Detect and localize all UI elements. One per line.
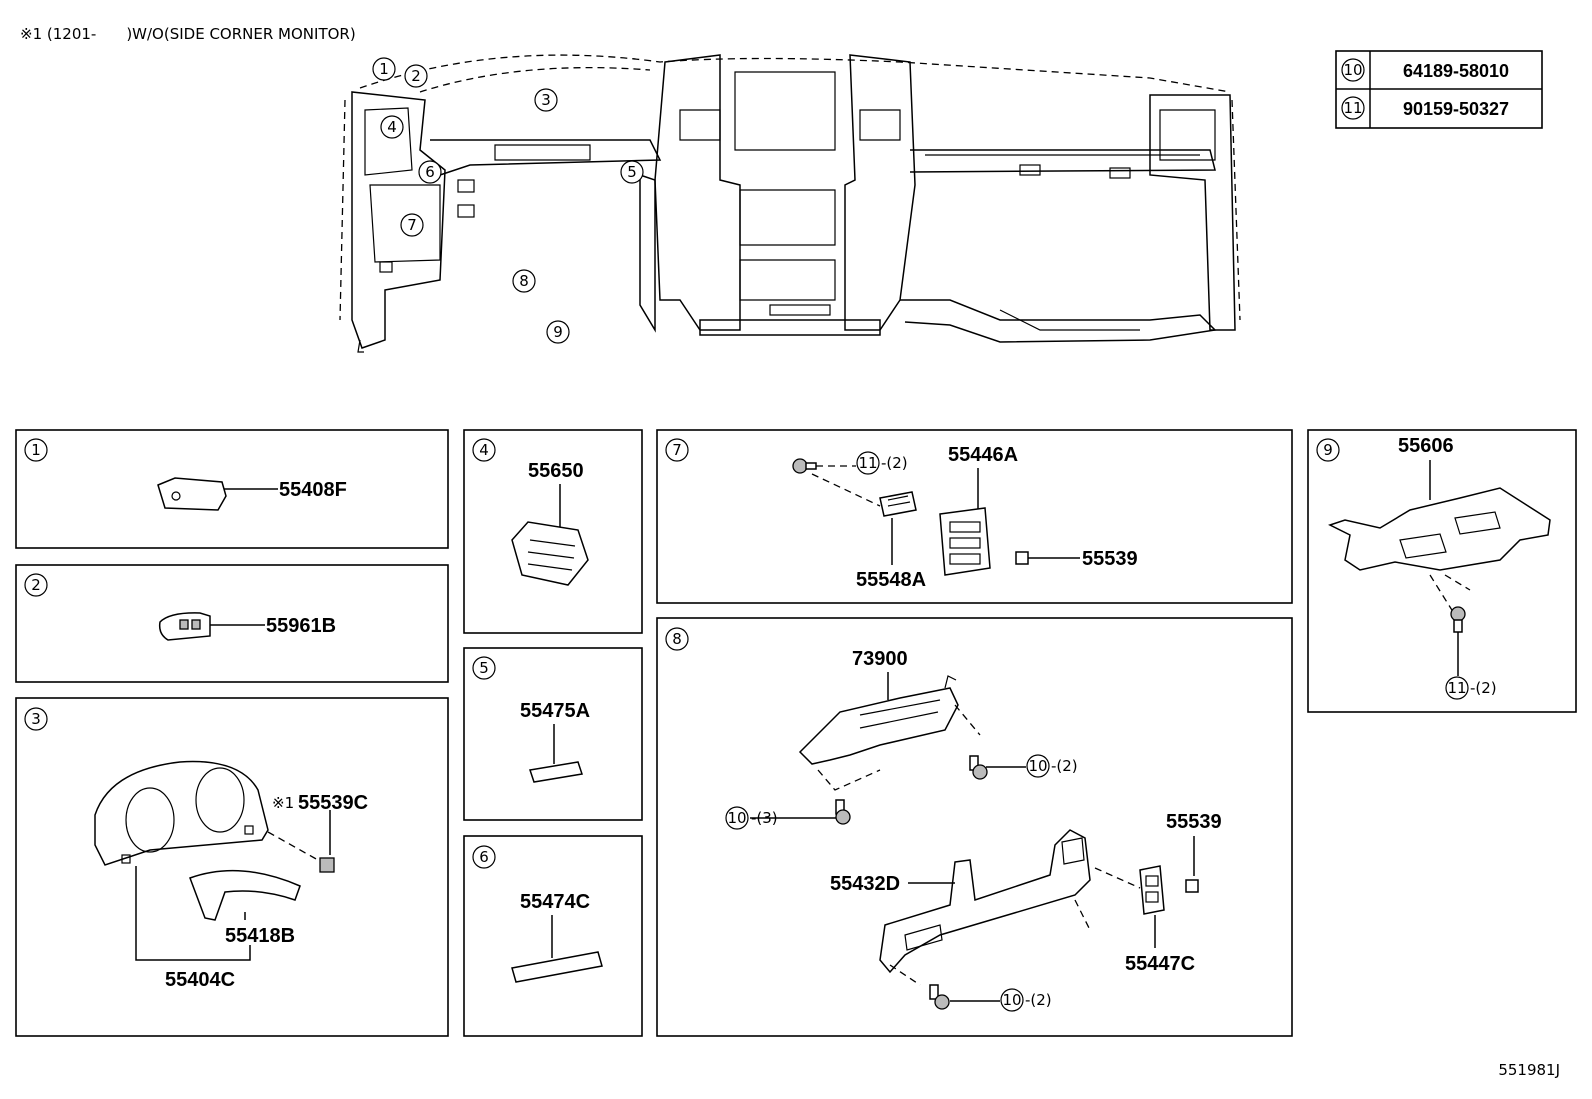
panel-5: 5 55475A xyxy=(463,647,643,821)
diagram-id: 551981J xyxy=(1498,1061,1560,1079)
svg-text:9: 9 xyxy=(553,323,563,341)
callout-9: 9 xyxy=(546,320,570,344)
panel-7-fastener-qty: -(2) xyxy=(881,454,908,472)
svg-text:8: 8 xyxy=(519,272,529,290)
panel-8-fastener-c-ref: 10 xyxy=(1002,991,1021,1009)
part-55606-drawing xyxy=(1328,487,1551,571)
part-label-55961b[interactable]: 55961B xyxy=(266,615,336,637)
ref-11-part: 90159-50327 xyxy=(1403,99,1509,119)
panel-9-fastener-ref: 11 xyxy=(1447,679,1466,697)
svg-text:5: 5 xyxy=(627,163,637,181)
callout-7: 7 xyxy=(400,213,424,237)
ref-11-num: 11 xyxy=(1343,99,1362,117)
part-55539c-drawing xyxy=(319,857,335,873)
part-55432d-drawing xyxy=(879,829,1091,974)
callout-8: 8 xyxy=(512,269,536,293)
part-label-55650[interactable]: 55650 xyxy=(528,460,584,482)
svg-text:6: 6 xyxy=(425,163,435,181)
part-55408f-drawing xyxy=(157,477,227,511)
part-label-73900[interactable]: 73900 xyxy=(852,648,908,670)
part-55447c-drawing xyxy=(1139,865,1165,915)
callout-6: 6 xyxy=(418,160,442,184)
svg-text:2: 2 xyxy=(411,67,421,85)
panel-4: 4 55650 xyxy=(463,429,643,634)
panel-7-num: 7 xyxy=(672,441,682,459)
part-55446a-drawing xyxy=(939,507,991,576)
callout-2: 2 xyxy=(404,64,428,88)
screw-icon xyxy=(835,799,851,825)
panel-8-fastener-a-ref: 10 xyxy=(1028,757,1047,775)
panel-8-fastener-c-qty: -(2) xyxy=(1025,991,1052,1009)
part-label-55475a[interactable]: 55475A xyxy=(520,700,590,722)
part-55539-drawing-b xyxy=(1185,879,1199,893)
callout-3: 3 xyxy=(534,88,558,112)
panel-8-fastener-a-qty: -(2) xyxy=(1051,757,1078,775)
panel-1-num: 1 xyxy=(31,441,41,459)
part-55418b-drawing xyxy=(189,869,301,921)
part-label-55474c[interactable]: 55474C xyxy=(520,891,590,913)
panel-1: 1 55408F xyxy=(15,429,449,549)
panel-8-fastener-b-qty: -(3) xyxy=(751,809,778,827)
header-note: ※1 (1201- )W/O(SIDE CORNER MONITOR) xyxy=(20,25,356,43)
svg-text:4: 4 xyxy=(387,118,397,136)
svg-text:7: 7 xyxy=(407,216,417,234)
ref-10-part: 64189-58010 xyxy=(1403,61,1509,81)
part-55539-drawing xyxy=(1015,551,1029,565)
panel-7-fastener-ref: 11 xyxy=(858,454,877,472)
part-label-55539-b[interactable]: 55539 xyxy=(1166,811,1222,833)
part-label-55408f[interactable]: 55408F xyxy=(279,479,347,501)
panel-2: 2 55961B xyxy=(15,564,449,683)
panel-3: 3 ※1 55539C 55418B 55404C xyxy=(15,697,449,1037)
part-55475a-drawing xyxy=(529,761,583,783)
part-label-55539c[interactable]: 55539C xyxy=(298,792,368,814)
callout-5: 5 xyxy=(620,160,644,184)
panel-2-num: 2 xyxy=(31,576,41,594)
panel-3-num: 3 xyxy=(31,710,41,728)
callout-4: 4 xyxy=(380,115,404,139)
panel-7: 7 11 -(2) 55548A 55446A 55539 xyxy=(656,429,1293,604)
part-label-55418b[interactable]: 55418B xyxy=(225,925,295,947)
panel-6-num: 6 xyxy=(479,848,489,866)
overview-callouts: 1 2 3 4 5 6 7 8 9 xyxy=(372,57,644,344)
part-55474c-drawing xyxy=(511,951,603,983)
part-73900-drawing xyxy=(798,687,959,765)
dashboard-overview-drawing xyxy=(339,54,1241,353)
part-55404c-drawing xyxy=(94,760,269,866)
panel-9-fastener-qty: -(2) xyxy=(1470,679,1497,697)
panel-6: 6 55474C xyxy=(463,835,643,1037)
part-label-55446a[interactable]: 55446A xyxy=(948,444,1018,466)
panel-4-num: 4 xyxy=(479,441,489,459)
part-label-55404c[interactable]: 55404C xyxy=(165,969,235,991)
part-label-55606[interactable]: 55606 xyxy=(1398,435,1454,457)
svg-text:3: 3 xyxy=(541,91,551,109)
ref-10-num: 10 xyxy=(1343,61,1362,79)
screw-icon xyxy=(969,755,988,780)
reference-table: 10 64189-58010 11 90159-50327 xyxy=(1335,50,1543,129)
panel-8-num: 8 xyxy=(672,630,682,648)
panel-5-num: 5 xyxy=(479,659,489,677)
part-label-55539-a[interactable]: 55539 xyxy=(1082,548,1138,570)
part-label-55447c[interactable]: 55447C xyxy=(1125,953,1195,975)
panel-9-num: 9 xyxy=(1323,441,1333,459)
part-note-ref1: ※1 xyxy=(272,794,294,812)
panel-8: 8 73900 10 -(2) 10 -(3) 55432D xyxy=(656,617,1293,1037)
part-label-55432d[interactable]: 55432D xyxy=(830,873,900,895)
screw-icon xyxy=(792,458,817,474)
part-55650-drawing xyxy=(511,521,589,586)
part-label-55548a[interactable]: 55548A xyxy=(856,569,926,591)
panel-8-fastener-b-ref: 10 xyxy=(727,809,746,827)
svg-text:1: 1 xyxy=(379,60,389,78)
screw-icon xyxy=(929,984,950,1010)
screw-icon xyxy=(1450,606,1466,633)
panel-9: 9 55606 11 -(2) xyxy=(1307,429,1577,713)
callout-1: 1 xyxy=(372,57,396,81)
